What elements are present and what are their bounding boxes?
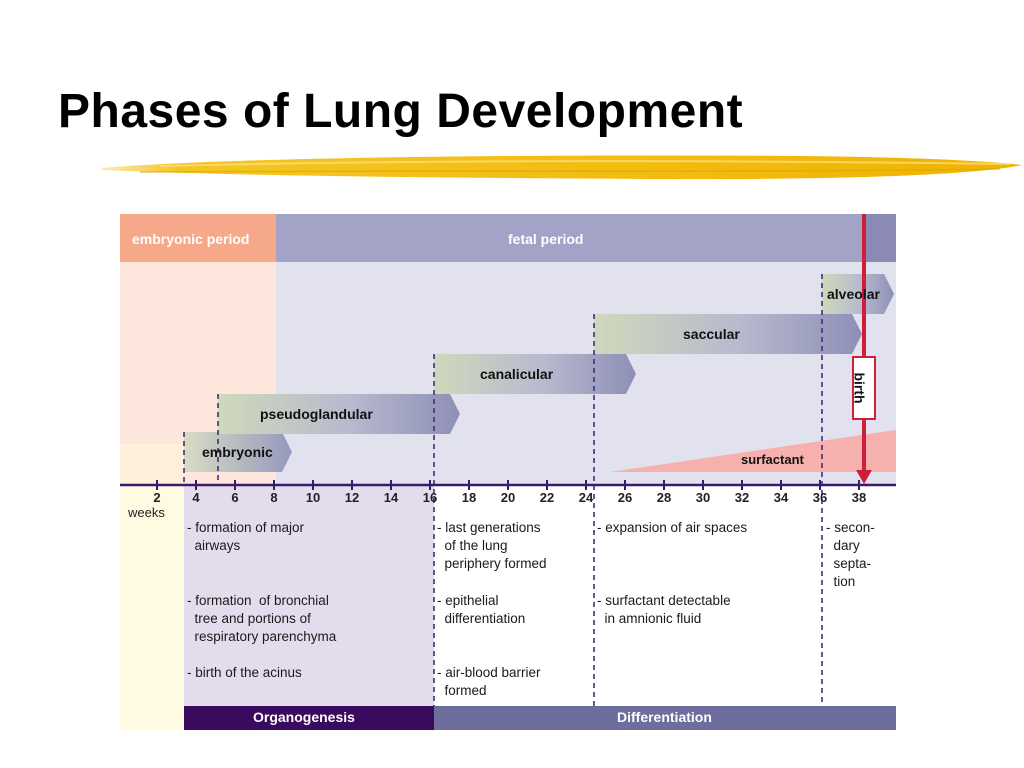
surfactant-label: surfactant [741,452,804,467]
notes-bg-organogenesis [184,486,434,706]
week-tick-4: 4 [192,490,200,505]
alveolar-phase-arrow [822,274,894,314]
embryonic-period-label: embryonic period [132,231,250,247]
embryonic-phase-label: embryonic [202,444,273,460]
week-tick-24: 24 [578,490,594,505]
weeks-unit-label: weeks [128,505,165,520]
week-tick-38: 38 [851,490,867,505]
pseudoglandular-phase-arrow [218,394,460,434]
note-bronchial-tree: - formation of bronchial tree and portio… [187,593,337,644]
week-tick-2: 2 [153,490,161,505]
note-epithelial-differentiation: - epithelial differentiation [437,593,526,626]
note-air-blood-barrier: - air-blood barrier formed [437,665,541,698]
week-tick-20: 20 [500,490,516,505]
week-tick-30: 30 [695,490,711,505]
embryonic-phase-arrow [184,432,292,472]
note-birth-of-acinus: - birth of the acinus [187,665,302,680]
week-tick-34: 34 [773,490,789,505]
saccular-phase-arrow [594,314,862,354]
note-surfactant-detectable: - surfactant detectable in amnionic flui… [597,593,731,626]
alveolar-phase-label: alveolar [827,286,880,302]
fetal-period-band [276,214,896,262]
pseudoglandular-phase-label: pseudoglandular [260,406,373,422]
embryonic-period-bg-lower [120,444,184,484]
birth-arrow-head [856,470,872,484]
canalicular-phase-label: canalicular [480,366,554,382]
note-secondary-septation: - secon- dary septa- tion [826,520,875,589]
differentiation-band [434,706,896,730]
birth-label: birth [851,372,867,403]
fetal-period-label: fetal period [508,231,584,247]
notes-bg-right [434,486,896,706]
notes-bg-left [120,486,184,730]
week-tick-6: 6 [231,490,239,505]
embryonic-period-band [120,214,276,262]
week-tick-12: 12 [344,490,360,505]
organogenesis-band [184,706,434,730]
week-tick-32: 32 [734,490,750,505]
week-tick-14: 14 [383,490,399,505]
note-last-generations: - last generations of the lung periphery… [437,520,547,571]
week-tick-36: 36 [812,490,828,505]
week-tick-18: 18 [461,490,477,505]
fetal-period-band-end [866,214,896,262]
week-tick-26: 26 [617,490,633,505]
week-tick-16: 16 [422,490,438,505]
birth-label-box [852,356,876,420]
week-tick-8: 8 [270,490,278,505]
note-expansion-air-spaces: - expansion of air spaces [597,520,748,535]
week-tick-10: 10 [305,490,321,505]
organogenesis-label: Organogenesis [253,709,355,725]
slide-title: Phases of Lung Development [58,85,744,138]
week-tick-28: 28 [656,490,672,505]
note-major-airways: - formation of major airways [187,520,305,553]
week-tick-22: 22 [539,490,555,505]
differentiation-label: Differentiation [617,709,712,725]
saccular-phase-label: saccular [683,326,740,342]
surfactant-wedge [610,430,896,472]
canalicular-phase-arrow [434,354,636,394]
title-underline-brush [102,155,1022,180]
